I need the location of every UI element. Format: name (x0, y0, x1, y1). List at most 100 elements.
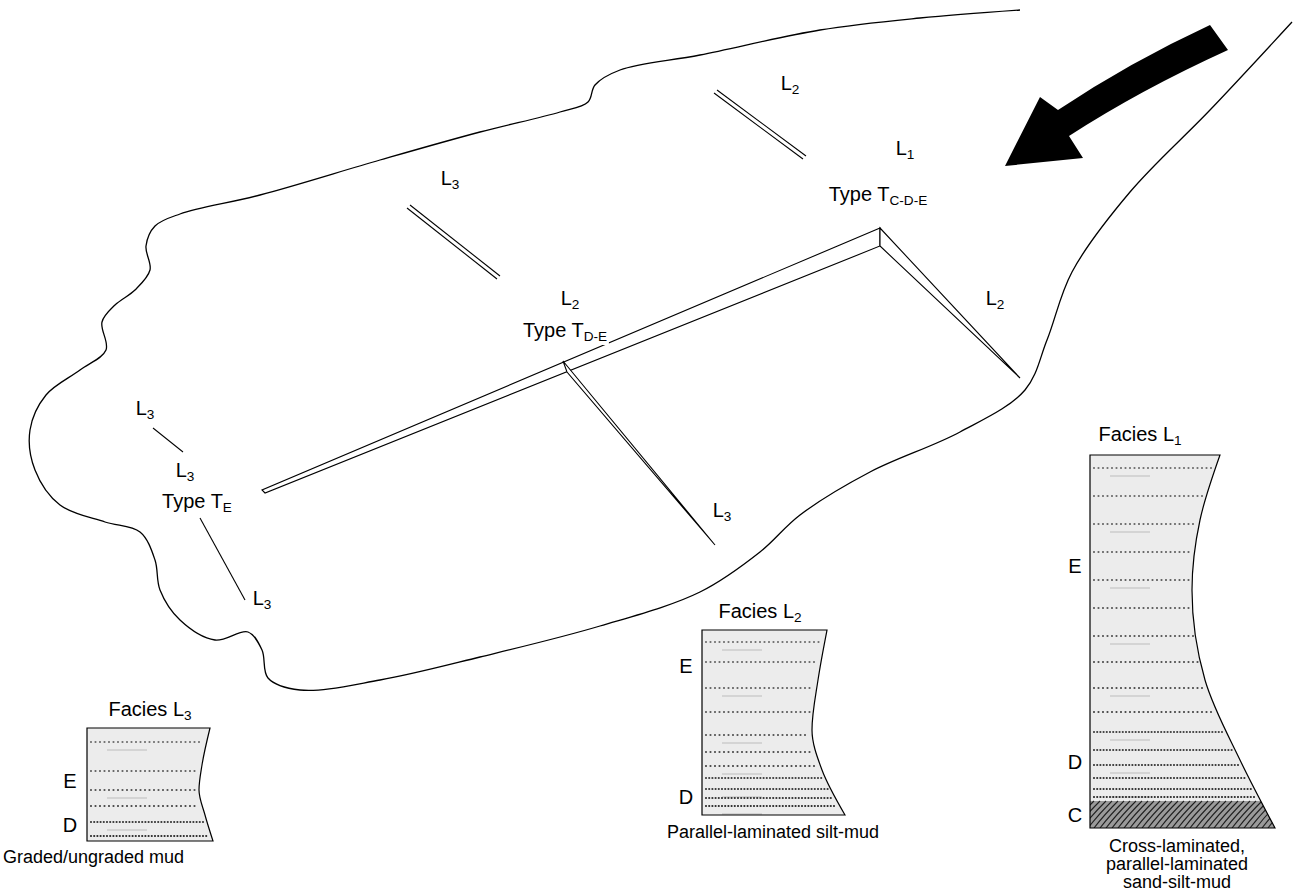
lamination (706, 765, 817, 767)
lamination (91, 741, 203, 743)
interval-letter: C (1068, 804, 1082, 827)
interval-letter: D (1068, 751, 1082, 774)
facies-heading: Facies L1 (1098, 423, 1181, 449)
interval-letter: E (1068, 555, 1081, 578)
text-main: L (713, 499, 724, 521)
text-main: L (896, 137, 907, 159)
cross-lamina (1172, 801, 1196, 828)
text-main: Facies L (108, 698, 184, 720)
cross-lamina (1214, 801, 1238, 828)
streak (1110, 772, 1150, 774)
lamination (706, 661, 817, 663)
streak (107, 829, 147, 831)
lamination (1094, 777, 1245, 779)
lamination (1094, 764, 1239, 766)
streak (1110, 587, 1150, 589)
subscript: 2 (792, 82, 800, 97)
dip-section-line (153, 428, 183, 452)
text-main: Type T (829, 183, 890, 205)
streak (1110, 531, 1150, 533)
facies-label: L3 (711, 499, 734, 525)
text-main: L (176, 459, 187, 481)
lamination (91, 770, 197, 772)
streak (107, 749, 147, 751)
subscript: 3 (187, 469, 195, 484)
column-outline (87, 728, 213, 841)
subscript: D-E (584, 329, 607, 344)
lamination (1094, 731, 1224, 733)
cross-lamina (1082, 801, 1106, 828)
streak (107, 797, 147, 799)
cross-lamina (1202, 801, 1226, 828)
cross-lamina (1136, 801, 1160, 828)
subscript: C-D-E (890, 193, 928, 208)
facies-label: L3 (439, 167, 462, 193)
cross-lamina (1280, 801, 1293, 828)
column-outline (1090, 455, 1275, 828)
cross-lamina (1094, 801, 1118, 828)
lamination (1094, 661, 1198, 663)
lamination (1094, 467, 1212, 469)
facies-caption: Parallel-laminated silt-mud (667, 822, 879, 843)
subscript: 3 (452, 177, 460, 192)
lamination (706, 788, 828, 790)
subscript: 3 (147, 407, 155, 422)
flow-arrow (1005, 25, 1228, 166)
text-main: Type T (523, 319, 584, 341)
cross-lamina (1154, 801, 1178, 828)
cross-lamina (1244, 801, 1268, 828)
streak (1110, 695, 1150, 697)
lamination (1094, 788, 1251, 790)
lamination (91, 821, 203, 823)
cross-lamina (1118, 801, 1142, 828)
lamination (706, 805, 836, 807)
dip-section-line (200, 518, 245, 600)
streak (1110, 739, 1150, 741)
text-main: Facies L (1098, 423, 1174, 445)
lamination (1094, 579, 1189, 581)
turbidite-type: Type TC-D-E (827, 183, 930, 209)
facies-caption: Graded/ungraded mud (3, 847, 184, 868)
facies-label: L1 (894, 137, 917, 163)
facies-column: Facies L3EDGraded/ungraded mud (2, 695, 234, 877)
cross-lamina (1250, 801, 1274, 828)
streak (722, 773, 762, 775)
column-shape (1055, 420, 1293, 890)
lamination (1094, 749, 1232, 751)
cross-lamina (1160, 801, 1184, 828)
streak (1110, 475, 1150, 477)
cross-lamina (1232, 801, 1256, 828)
column-fill (1090, 455, 1275, 828)
lamination (706, 751, 814, 753)
cross-lamina (1100, 801, 1124, 828)
lamination (91, 805, 199, 807)
lamination (1094, 711, 1215, 713)
lamination (1094, 495, 1203, 497)
cross-lamina (1238, 801, 1262, 828)
column-fill (702, 630, 845, 815)
facies-caption: Cross-laminated, parallel-laminated sand… (1090, 837, 1265, 891)
cross-lamina (1148, 801, 1172, 828)
dip-section-line (714, 93, 803, 159)
cross-lamina (1268, 801, 1292, 828)
column-fill (87, 728, 213, 841)
dip-section-line (410, 205, 500, 276)
streak (722, 695, 762, 697)
cross-lamination-bed (1055, 801, 1293, 828)
interval-letter: E (63, 770, 76, 793)
cross-lamina (1196, 801, 1220, 828)
streak (1110, 643, 1150, 645)
turbidite-type: Type TE (160, 490, 234, 516)
lamination (706, 777, 822, 779)
lamination (706, 641, 821, 643)
subscript: 1 (907, 147, 915, 162)
facies-label: L2 (559, 287, 582, 313)
cross-lamina (1274, 801, 1293, 828)
dip-section-panel (880, 228, 1020, 378)
subscript: E (223, 500, 232, 515)
turbidite-type: Type TD-E (521, 319, 609, 345)
facies-heading: Facies L3 (108, 698, 191, 724)
lamination (91, 835, 207, 837)
cross-lamina (1124, 801, 1148, 828)
